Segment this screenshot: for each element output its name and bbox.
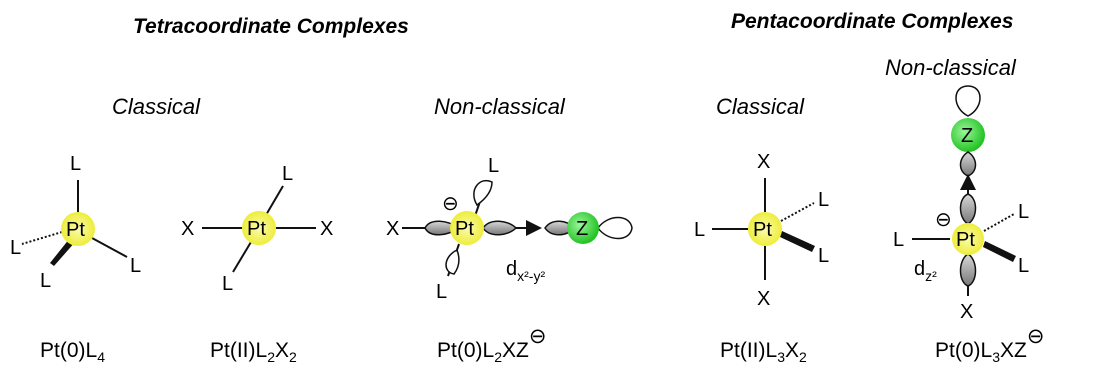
formula-pt2l2x2: Pt(II)L2X2	[210, 339, 297, 365]
ligand-x-bottom: X	[960, 301, 973, 323]
pt-symbol: Pt	[66, 219, 85, 241]
minus-charge: ⊖	[442, 193, 459, 215]
z-atom	[951, 118, 985, 152]
pt-atom	[748, 212, 782, 246]
nonclassical-tetra-label: Non-classical	[434, 94, 566, 119]
nonclassical-penta-label: Non-classical	[885, 55, 1017, 80]
pt-atom	[242, 211, 276, 245]
orbital-lobe	[959, 151, 977, 177]
ligand-x-bottom: X	[757, 288, 770, 310]
orbital-lobe-open	[955, 85, 981, 117]
z-atom	[567, 212, 599, 244]
structure-pt0l3xz: Z Pt ⊖ L L L X dz²	[893, 85, 1029, 323]
ligand-l-left: L	[893, 229, 904, 251]
pt-atom	[450, 211, 484, 245]
ligand-l-bottom: L	[436, 281, 447, 303]
orbital-lobe-open	[473, 179, 493, 207]
formula-pt0l2xz: Pt(0)L2XZ⊖	[437, 325, 546, 365]
structure-pt0l2xz: Pt ⊖ Z X L L dx²-y²	[386, 155, 633, 303]
ligand-x-left: X	[386, 218, 399, 240]
ligand-l-top: L	[70, 153, 81, 175]
orbital-label-dz2: dz²	[914, 258, 937, 284]
structure-pt2l2x2: Pt X X L L	[181, 163, 333, 295]
pt-symbol: Pt	[247, 218, 266, 240]
structure-pt0l4: Pt L L L L	[10, 153, 141, 292]
orbital-lobe	[959, 193, 977, 225]
ligand-l-left: L	[694, 219, 705, 241]
ligand-l-bottom: L	[222, 273, 233, 295]
structure-pt2l3x2: Pt X X L L L	[694, 151, 829, 310]
orbital-lobe-open	[445, 248, 460, 275]
orbital-label-dx2y2: dx²-y²	[506, 258, 545, 284]
tetra-heading: Tetracoordinate Complexes	[133, 15, 409, 38]
formula-pt0l3xz: Pt(0)L3XZ⊖	[935, 325, 1044, 365]
ligand-l-lower-right: L	[1018, 255, 1029, 277]
ligand-l-left: L	[10, 237, 21, 259]
ligand-l-upper-right: L	[1018, 201, 1029, 223]
ligand-x-top: X	[757, 151, 770, 173]
orbital-lobe	[482, 220, 518, 236]
z-symbol: Z	[576, 218, 588, 240]
ligand-l-top: L	[282, 163, 293, 185]
ligand-l-upper-right: L	[818, 189, 829, 211]
ligand-l-top: L	[488, 155, 499, 177]
classical-tetra-label: Classical	[112, 94, 201, 119]
ligand-x-right: X	[320, 218, 333, 240]
pt-atom	[952, 223, 984, 255]
ligand-x-left: X	[181, 218, 194, 240]
pt-symbol: Pt	[753, 219, 772, 241]
pt-symbol: Pt	[956, 229, 975, 251]
classical-penta-label: Classical	[716, 94, 805, 119]
minus-charge: ⊖	[935, 209, 952, 231]
pt-atom	[61, 212, 95, 246]
ligand-l-bottom: L	[40, 270, 51, 292]
pt-symbol: Pt	[455, 218, 474, 240]
penta-heading: Pentacoordinate Complexes	[731, 10, 1013, 33]
ligand-l-right: L	[130, 255, 141, 277]
formula-pt2l3x2: Pt(II)L3X2	[720, 339, 807, 365]
orbital-lobe	[959, 253, 977, 287]
z-symbol: Z	[961, 125, 973, 147]
ligand-l-lower-right: L	[818, 245, 829, 267]
formula-pt0l4: Pt(0)L4	[40, 339, 105, 365]
orbital-lobe-open	[597, 216, 633, 240]
